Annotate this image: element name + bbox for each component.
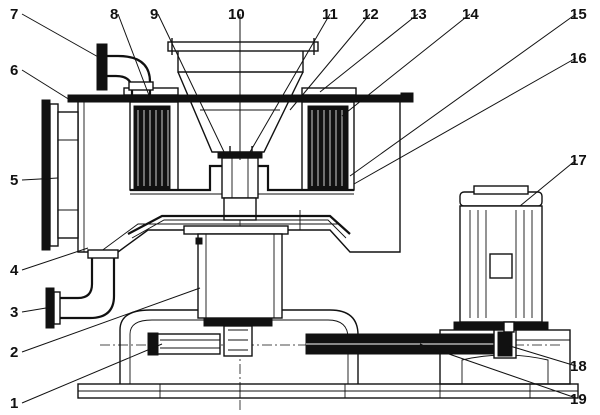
- callout-4: 4: [10, 262, 19, 279]
- callout-6: 6: [10, 62, 18, 79]
- callout-numbers: 1 2 3 4 5 6 7 8 9 10 11 12 13 14 15 16 1…: [10, 6, 587, 412]
- motor: [453, 185, 549, 333]
- callout-14: 14: [462, 6, 479, 23]
- filter-cartridge-right: [301, 101, 355, 191]
- filter-cartridge-left: [129, 101, 179, 191]
- belt-drive: [147, 329, 517, 359]
- callout-8: 8: [110, 6, 118, 23]
- callout-18: 18: [570, 358, 587, 375]
- callout-12: 12: [362, 6, 379, 23]
- cone-plate: [127, 214, 351, 239]
- callout-9: 9: [150, 6, 158, 23]
- leader-lines: [21, 13, 577, 404]
- callout-11: 11: [322, 6, 338, 23]
- callout-17: 17: [570, 152, 587, 169]
- callout-5: 5: [10, 172, 18, 189]
- callout-1: 1: [10, 395, 18, 412]
- callout-16: 16: [570, 50, 587, 67]
- side-inlet-flange: [41, 99, 79, 251]
- outlet-pipe-bottom: [45, 249, 119, 329]
- callout-10: 10: [228, 6, 245, 23]
- callout-15: 15: [570, 6, 587, 23]
- callout-3: 3: [10, 304, 18, 321]
- bearing-housing: [183, 225, 289, 357]
- callout-7: 7: [10, 6, 18, 23]
- callout-19: 19: [570, 391, 587, 408]
- callout-13: 13: [410, 6, 427, 23]
- outlet-pipe-top: [96, 43, 154, 95]
- callout-2: 2: [10, 344, 18, 361]
